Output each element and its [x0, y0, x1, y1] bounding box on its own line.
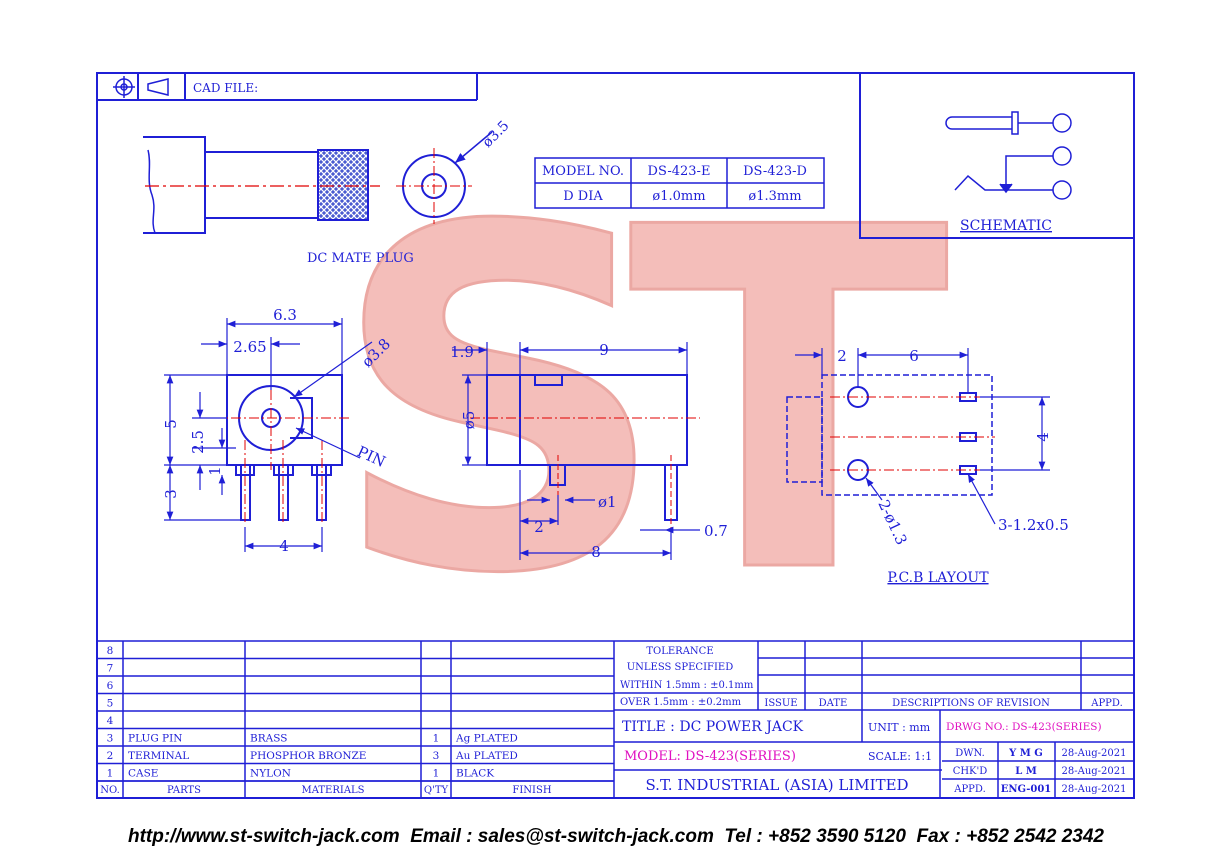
- drawing-number: DRWG NO.: DS-423(SERIES): [946, 721, 1102, 733]
- bom-header-parts: PARTS: [167, 785, 201, 796]
- dim-label: ø5: [460, 411, 478, 430]
- drawing-title: TITLE : DC POWER JACK: [622, 719, 804, 735]
- dwn-label: DWN.: [955, 748, 985, 759]
- tolerance-within: WITHIN 1.5mm : ±0.1mm: [620, 680, 754, 691]
- scale-label: SCALE: 1:1: [868, 750, 932, 763]
- dim-label: 4: [279, 537, 289, 555]
- tolerance-subtitle: UNLESS SPECIFIED: [627, 662, 734, 673]
- cad-file-label: CAD FILE:: [193, 81, 258, 95]
- dim-label: ø1: [598, 493, 617, 511]
- schematic-label: SCHEMATIC: [960, 218, 1052, 234]
- rev-date-header: DATE: [819, 698, 848, 709]
- dim-label: 6.3: [273, 306, 297, 324]
- bom-material: PHOSPHOR BRONZE: [250, 750, 366, 762]
- st-watermark: ST: [329, 128, 994, 678]
- bom-header-materials: MATERIALS: [301, 785, 364, 796]
- company-name: S.T. INDUSTRIAL (ASIA) LIMITED: [645, 776, 908, 794]
- bom-no: 6: [107, 680, 114, 692]
- mate-plug-label: DC MATE PLUG: [307, 251, 414, 266]
- dim-label: 5: [162, 419, 180, 429]
- bom-no: 2: [107, 750, 114, 762]
- dim-label: 1.9: [450, 343, 474, 361]
- pcb-layout-label: P.C.B LAYOUT: [887, 570, 989, 586]
- bom-qty: 1: [433, 768, 440, 780]
- dim-label: 2: [534, 518, 544, 536]
- bom-header-no: NO.: [100, 785, 120, 796]
- chkd-value: L M: [1015, 766, 1037, 777]
- dim-label: 4: [1034, 432, 1052, 442]
- bom-part: PLUG PIN: [128, 733, 182, 745]
- rev-appd-header: APPD.: [1090, 698, 1123, 709]
- tolerance-title: TOLERANCE: [646, 646, 713, 657]
- dim-label: 3: [162, 489, 180, 499]
- dim-label: 6: [909, 347, 919, 365]
- dwn-value: Y M G: [1008, 748, 1043, 759]
- border-frame: [96, 72, 1135, 799]
- bom-part: CASE: [128, 768, 158, 780]
- svg-text:ST: ST: [330, 129, 952, 676]
- dim-label: 0.7: [704, 522, 728, 540]
- bom-no: 3: [107, 733, 114, 745]
- bom-qty: 1: [433, 733, 440, 745]
- appd-date: 28-Aug-2021: [1062, 784, 1127, 795]
- schematic-drawing: [945, 111, 1072, 200]
- bom-no: 4: [107, 715, 114, 727]
- projection-symbol-icon: [113, 76, 169, 98]
- contact-footer: http://www.st-switch-jack.com Email : sa…: [127, 826, 1104, 847]
- bom-finish: Ag PLATED: [455, 733, 518, 745]
- model-cell: ø1.3mm: [748, 189, 801, 204]
- model-table: MODEL NO. DS-423-E DS-423-D D DIA ø1.0mm…: [534, 157, 825, 209]
- side-view-drawing: 1.9 9 ø5 ø1 2 8 0.7: [450, 341, 728, 561]
- bom-material: NYLON: [250, 768, 291, 780]
- model-label: MODEL: DS-423(SERIES): [624, 749, 796, 764]
- appd-value: ENG-001: [1001, 784, 1052, 795]
- bom-finish: Au PLATED: [455, 750, 518, 762]
- bom-finish: BLACK: [456, 768, 494, 780]
- dim-label: 3-1.2x0.5: [998, 516, 1069, 534]
- bom-header-finish: FINISH: [512, 785, 551, 796]
- dim-label: 9: [599, 341, 609, 359]
- bom-no: 7: [107, 663, 114, 675]
- model-cell: DS-423-E: [648, 164, 711, 179]
- bom-no: 1: [107, 768, 114, 780]
- bom-material: BRASS: [250, 733, 287, 745]
- dim-label: 2: [837, 347, 847, 365]
- bom-no: 8: [107, 645, 114, 657]
- dim-label: 2.5: [189, 430, 207, 454]
- tolerance-over: OVER 1.5mm : ±0.2mm: [620, 697, 742, 708]
- rev-desc-header: DESCRIPTIONS OF REVISION: [892, 698, 1050, 709]
- model-cell: ø1.0mm: [652, 189, 705, 204]
- unit-label: UNIT : mm: [868, 721, 931, 734]
- title-block: 8 7 6 5 4 3 PLUG PIN BRASS 1 Ag PLATED 2 TERMINAL PH…: [97, 640, 1134, 798]
- dim-label: 1: [206, 466, 224, 476]
- bom-part: TERMINAL: [128, 750, 189, 762]
- model-cell: D DIA: [563, 189, 603, 204]
- dwn-date: 28-Aug-2021: [1062, 748, 1127, 759]
- chkd-date: 28-Aug-2021: [1062, 766, 1127, 777]
- bom-qty: 3: [433, 750, 440, 762]
- appd-label: APPD.: [953, 784, 986, 795]
- dim-label: 2.65: [233, 338, 266, 356]
- model-cell: DS-423-D: [743, 164, 807, 179]
- model-cell: MODEL NO.: [542, 164, 624, 179]
- chkd-label: CHK'D: [953, 766, 988, 777]
- bom-header-qty: Q'TY: [424, 785, 449, 796]
- bom-no: 5: [107, 698, 114, 710]
- rev-issue-header: ISSUE: [764, 698, 797, 709]
- dim-label: 8: [591, 543, 601, 561]
